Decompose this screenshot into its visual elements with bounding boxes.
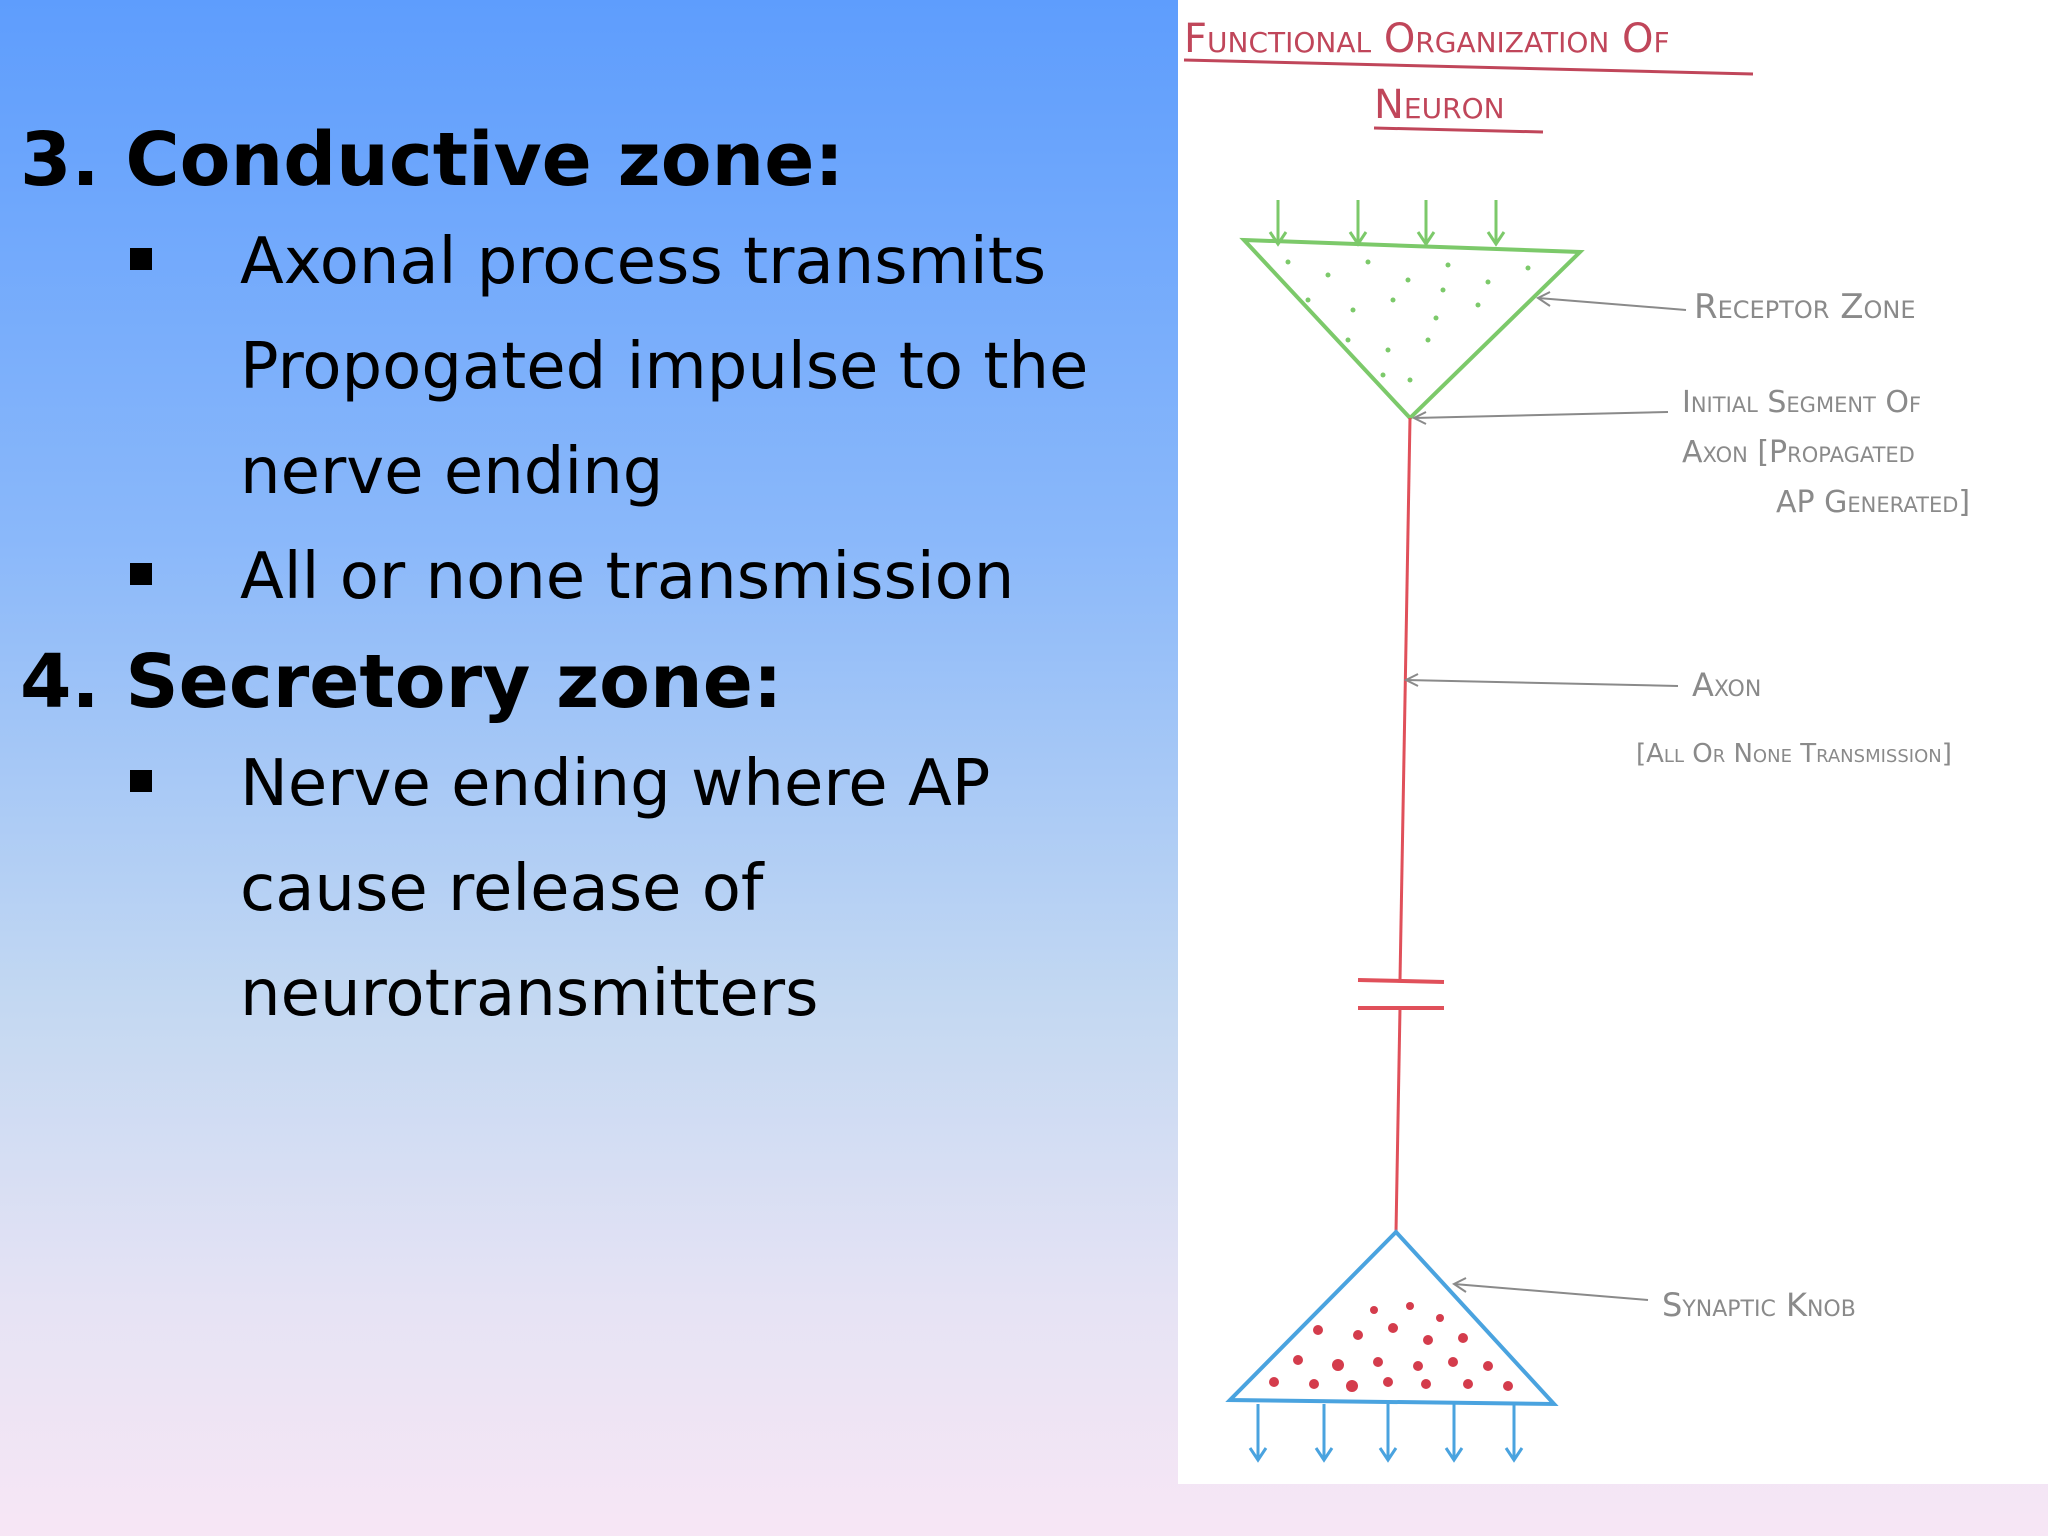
square-bullet-icon <box>130 248 152 270</box>
title-underline <box>1183 58 1754 76</box>
label-receptor-zone: Receptor Zone <box>1694 287 1916 327</box>
bullet-text: Axonal process transmits Propogated impu… <box>240 225 1089 509</box>
label-initial-segment-line1: Initial Segment Of <box>1682 385 1921 420</box>
conductive-zone-bullets: Axonal process transmits Propogated impu… <box>20 210 1160 630</box>
axon-break-mark <box>1357 978 1445 984</box>
text-column: 3. Conductive zone: Axonal process trans… <box>20 110 1160 1047</box>
axon-line <box>1398 417 1412 981</box>
bullet-item: Axonal process transmits Propogated impu… <box>20 210 1160 525</box>
square-bullet-icon <box>130 563 152 585</box>
bullet-item: All or none transmission <box>20 525 1160 630</box>
synaptic-vesicles <box>1269 1302 1513 1392</box>
synaptic-knob-shape <box>1225 1229 1559 1407</box>
diagram-title-line1: Functional Organization Of <box>1184 16 1670 62</box>
heading-conductive-zone: 3. Conductive zone: <box>20 117 845 203</box>
label-pointers <box>1403 291 1687 1301</box>
receptor-zone-dots <box>1285 259 1531 383</box>
axon-line <box>1394 1007 1402 1233</box>
output-arrows <box>1248 1404 1524 1463</box>
bullet-text: All or none transmission <box>240 540 1015 614</box>
secretory-zone-bullets: Nerve ending where AP cause release of n… <box>20 732 1160 1047</box>
label-initial-segment-line2: Axon [Propagated <box>1682 435 1915 470</box>
bullet-text: Nerve ending where AP cause release of n… <box>240 747 991 1031</box>
receptor-zone-shape <box>1239 237 1585 421</box>
label-axon: Axon <box>1692 666 1761 704</box>
square-bullet-icon <box>130 770 152 792</box>
neuron-diagram: Functional Organization Of Neuron <box>1183 16 1970 1463</box>
diagram-title-line2: Neuron <box>1374 82 1505 128</box>
title-underline <box>1373 126 1544 134</box>
label-axon-note: [All Or None Transmission] <box>1636 739 1952 769</box>
label-synaptic-knob: Synaptic Knob <box>1662 1286 1856 1324</box>
label-initial-segment-line3: AP Generated] <box>1776 485 1970 520</box>
neuron-diagram-panel: Functional Organization Of Neuron <box>1178 0 2048 1484</box>
heading-secretory-zone: 4. Secretory zone: <box>20 639 783 725</box>
bullet-item: Nerve ending where AP cause release of n… <box>20 732 1160 1047</box>
input-arrows <box>1268 200 1506 247</box>
